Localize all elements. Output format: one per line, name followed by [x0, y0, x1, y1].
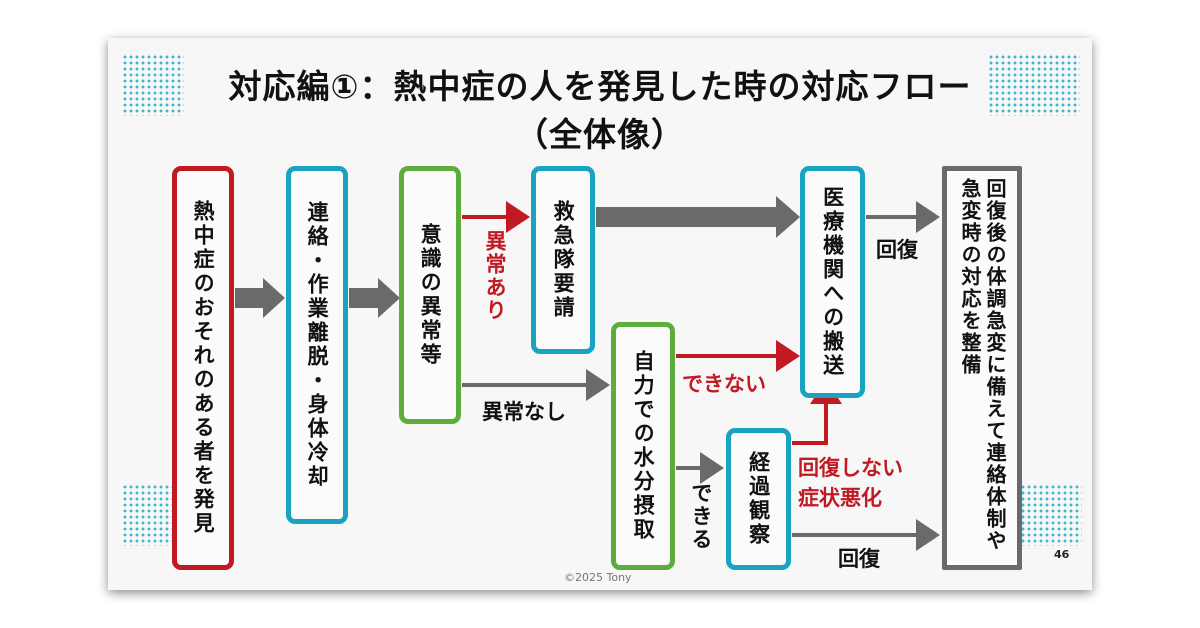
- dot-pattern-bottom-right: [1020, 484, 1082, 546]
- box-contact-label: 連絡・作業離脱・身体冷却: [305, 201, 330, 489]
- copyright: ©2025 Tony: [564, 571, 632, 584]
- box-discover-label: 熱中症のおそれのある者を発見: [191, 200, 216, 536]
- title-line-2: （全体像）: [515, 115, 685, 154]
- box-after-recovery: 回復後の体調急変に備えて連絡体制や急変時の対応を整備: [942, 166, 1022, 570]
- dot-pattern-top-left: [122, 54, 184, 116]
- title-line-1: 対応編①：熱中症の人を発見した時の対応フロー: [228, 67, 972, 106]
- box-hydration: 自力での水分摂取: [611, 322, 675, 570]
- box-hospital-label: 医療機関への搬送: [820, 186, 845, 378]
- box-discover: 熱中症のおそれのある者を発見: [172, 166, 234, 570]
- arrow-contact-to-consciousness: [349, 278, 400, 318]
- box-observation: 経過観察: [726, 428, 791, 570]
- label-no-abnormal: 異常なし: [482, 400, 566, 424]
- box-hydration-label: 自力での水分摂取: [631, 350, 656, 542]
- flow-arrows: [235, 196, 940, 551]
- label-cannot: できない: [682, 372, 766, 396]
- box-contact: 連絡・作業離脱・身体冷却: [286, 166, 348, 524]
- arrow-ambulance-to-hospital: [596, 196, 800, 238]
- slide: 対応編①：熱中症の人を発見した時の対応フロー （全体像） 熱中症のおそれのある者…: [108, 38, 1092, 590]
- label-recover-top: 回復: [876, 238, 918, 262]
- arrow-not-recovered: [792, 380, 842, 445]
- box-ambulance-label: 救急隊要請: [551, 200, 576, 320]
- label-worsened: 症状悪化: [798, 486, 882, 510]
- label-recover-bottom: 回復: [838, 547, 880, 571]
- box-observation-label: 経過観察: [746, 451, 771, 547]
- label-can: できる: [689, 482, 713, 551]
- box-consciousness-label: 意識の異常等: [418, 223, 443, 367]
- box-hospital: 医療機関への搬送: [800, 166, 865, 398]
- box-after-recovery-label: 回復後の体調急変に備えて連絡体制や急変時の対応を整備: [958, 178, 1007, 552]
- box-ambulance: 救急隊要請: [531, 166, 595, 354]
- box-consciousness: 意識の異常等: [399, 166, 461, 424]
- page-number: 46: [1054, 548, 1070, 561]
- arrow-discover-to-contact: [235, 278, 285, 318]
- label-abnormal: 異常あり: [483, 230, 507, 322]
- dot-pattern-top-right: [988, 54, 1080, 116]
- label-not-recovered: 回復しない: [798, 456, 903, 480]
